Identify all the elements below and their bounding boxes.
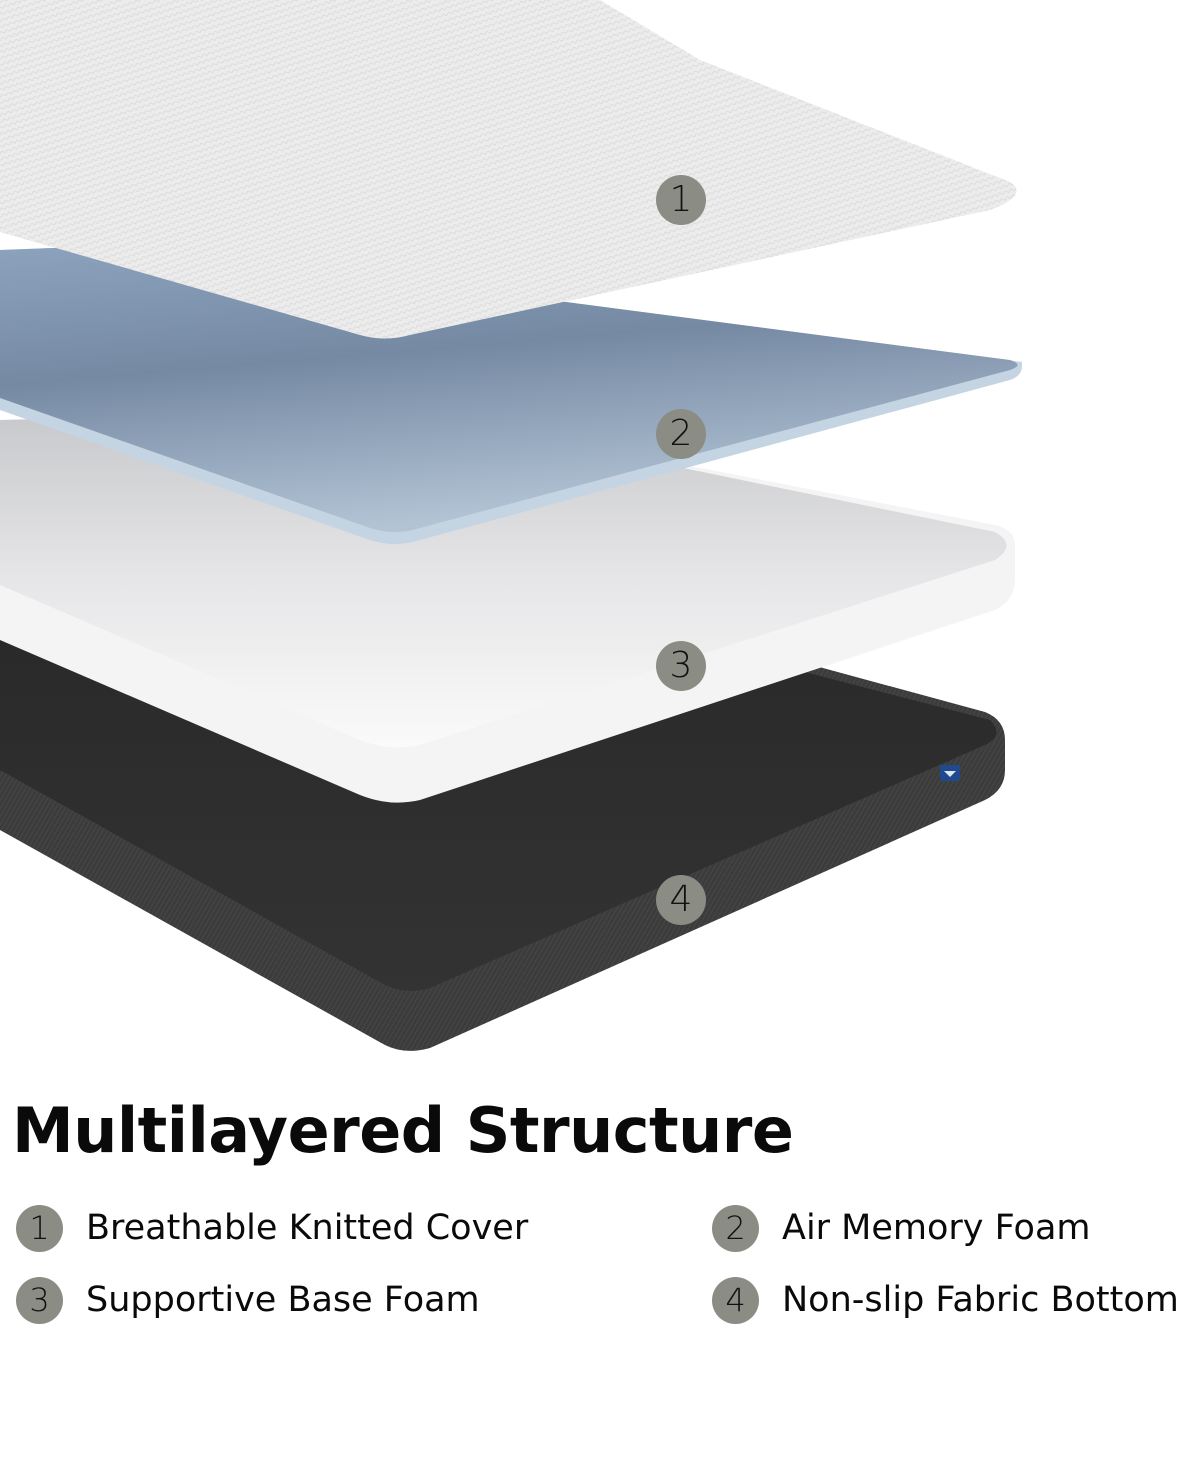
legend-badge-1: 1 xyxy=(16,1204,63,1252)
layer-badge-3: 3 xyxy=(656,641,706,691)
mattress-layers-graphic xyxy=(0,0,1022,1051)
legend-label-4: Non-slip Fabric Bottom xyxy=(782,1280,1179,1320)
legend-badge-2: 2 xyxy=(712,1204,759,1252)
layer-2-memory-foam xyxy=(0,245,1022,544)
legend-badge-3: 3 xyxy=(16,1276,63,1324)
legend-badge-4: 4 xyxy=(712,1276,759,1324)
layer-1-knitted-cover xyxy=(0,0,1017,339)
mattress-layers-illustration: 1 2 3 4 xyxy=(0,0,1022,1051)
legend-item-4: 4 Non-slip Fabric Bottom xyxy=(712,1273,1179,1327)
legend-label-3: Supportive Base Foam xyxy=(86,1280,480,1320)
layer-badge-1: 1 xyxy=(656,175,706,225)
legend-label-1: Breathable Knitted Cover xyxy=(86,1208,529,1248)
legend-label-2: Air Memory Foam xyxy=(782,1208,1091,1248)
legend-item-2: 2 Air Memory Foam xyxy=(712,1201,1091,1255)
legend-item-1: 1 Breathable Knitted Cover xyxy=(16,1201,528,1255)
legend-item-3: 3 Supportive Base Foam xyxy=(16,1273,480,1327)
layer-badge-2: 2 xyxy=(656,409,706,459)
section-title: Multilayered Structure xyxy=(12,1094,794,1167)
layer-badge-4: 4 xyxy=(656,875,706,925)
